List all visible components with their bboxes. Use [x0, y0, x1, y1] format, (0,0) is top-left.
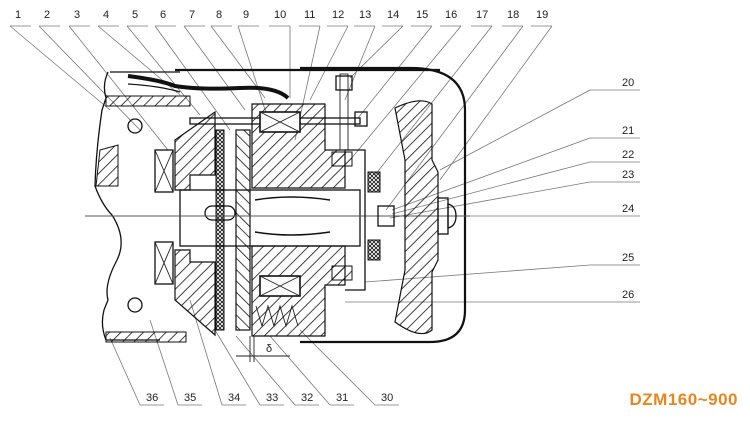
callout-label-31: 31 — [336, 392, 348, 404]
callout-label-16: 16 — [445, 9, 457, 21]
callout-label-35: 35 — [184, 392, 196, 404]
leader-line — [357, 25, 433, 119]
brake-spring — [255, 304, 299, 328]
leader-line — [364, 264, 591, 283]
callout-label-20: 20 — [622, 77, 634, 89]
housing-bottom-wall — [105, 331, 187, 343]
flange-upper — [174, 110, 216, 191]
callout-label-21: 21 — [622, 125, 634, 137]
callout-label-5: 5 — [132, 9, 138, 21]
pad-lower — [331, 265, 353, 281]
fan-blade — [394, 100, 439, 335]
model-title: DZM160~900 — [629, 390, 738, 409]
callout-label-32: 32 — [301, 392, 313, 404]
seal-lower — [367, 239, 381, 261]
bolt-head-top — [127, 118, 143, 134]
callout-label-15: 15 — [416, 9, 428, 21]
gap-symbol: δ — [266, 343, 272, 355]
callout-label-33: 33 — [266, 392, 278, 404]
brake-disc — [235, 129, 251, 331]
callout-label-8: 8 — [216, 9, 222, 21]
leader-line — [374, 25, 493, 176]
pad-upper — [331, 151, 353, 167]
callout-label-30: 30 — [381, 392, 393, 404]
bolt-head-bottom — [127, 297, 143, 313]
leader-line — [9, 25, 111, 111]
callout-label-13: 13 — [359, 9, 371, 21]
shaft-nut — [377, 205, 395, 227]
callout-label-9: 9 — [243, 9, 249, 21]
leader-line — [235, 335, 296, 406]
lead-wire — [127, 74, 290, 100]
leader-line — [344, 25, 376, 101]
fan-cap — [447, 203, 457, 229]
lead-wire-2 — [127, 83, 181, 93]
leader-line — [154, 25, 231, 131]
right-callouts: 20 21 22 23 24 25 26 — [345, 77, 640, 303]
flange-lower — [174, 249, 216, 337]
callout-label-25: 25 — [622, 252, 634, 264]
callout-label-24: 24 — [622, 203, 634, 215]
screw-head — [335, 75, 353, 91]
callout-label-18: 18 — [507, 9, 519, 21]
callout-label-22: 22 — [622, 149, 634, 161]
leader-line — [38, 25, 141, 131]
leader-line — [68, 25, 169, 151]
callout-label-10: 10 — [274, 9, 286, 21]
bearing-top — [154, 149, 174, 193]
leader-line — [109, 337, 141, 406]
motor-shaft — [179, 189, 361, 247]
adjust-screw — [339, 73, 349, 151]
callout-label-4: 4 — [103, 9, 109, 21]
rear-plate — [345, 149, 366, 291]
seal-upper — [367, 171, 381, 193]
leader-line — [439, 25, 553, 181]
callout-label-23: 23 — [622, 169, 634, 181]
motor-housing — [94, 71, 180, 341]
friction-lining — [215, 129, 225, 331]
callout-label-36: 36 — [146, 392, 158, 404]
leader-line — [349, 25, 462, 161]
leader-line — [214, 329, 261, 406]
leader-line — [269, 335, 331, 406]
callout-label-2: 2 — [44, 9, 50, 21]
leader-line — [183, 25, 246, 111]
callout-label-3: 3 — [74, 9, 80, 21]
callout-label-34: 34 — [228, 392, 240, 404]
callout-label-11: 11 — [304, 9, 315, 21]
spline — [254, 196, 331, 236]
lock-nut — [354, 111, 368, 127]
callout-label-19: 19 — [536, 9, 548, 21]
callout-label-6: 6 — [160, 9, 166, 21]
leader-line — [439, 89, 591, 171]
housing-top-wall — [105, 95, 191, 107]
callout-label-14: 14 — [387, 9, 399, 21]
callout-label-1: 1 — [15, 9, 21, 21]
callout-label-12: 12 — [332, 9, 344, 21]
callout-label-7: 7 — [189, 9, 195, 21]
leader-line — [309, 25, 349, 101]
callout-label-17: 17 — [476, 9, 488, 21]
bearing-bottom — [154, 241, 174, 285]
shaft-key — [204, 205, 236, 221]
callout-label-26: 26 — [622, 289, 634, 301]
end-shield — [95, 144, 119, 187]
